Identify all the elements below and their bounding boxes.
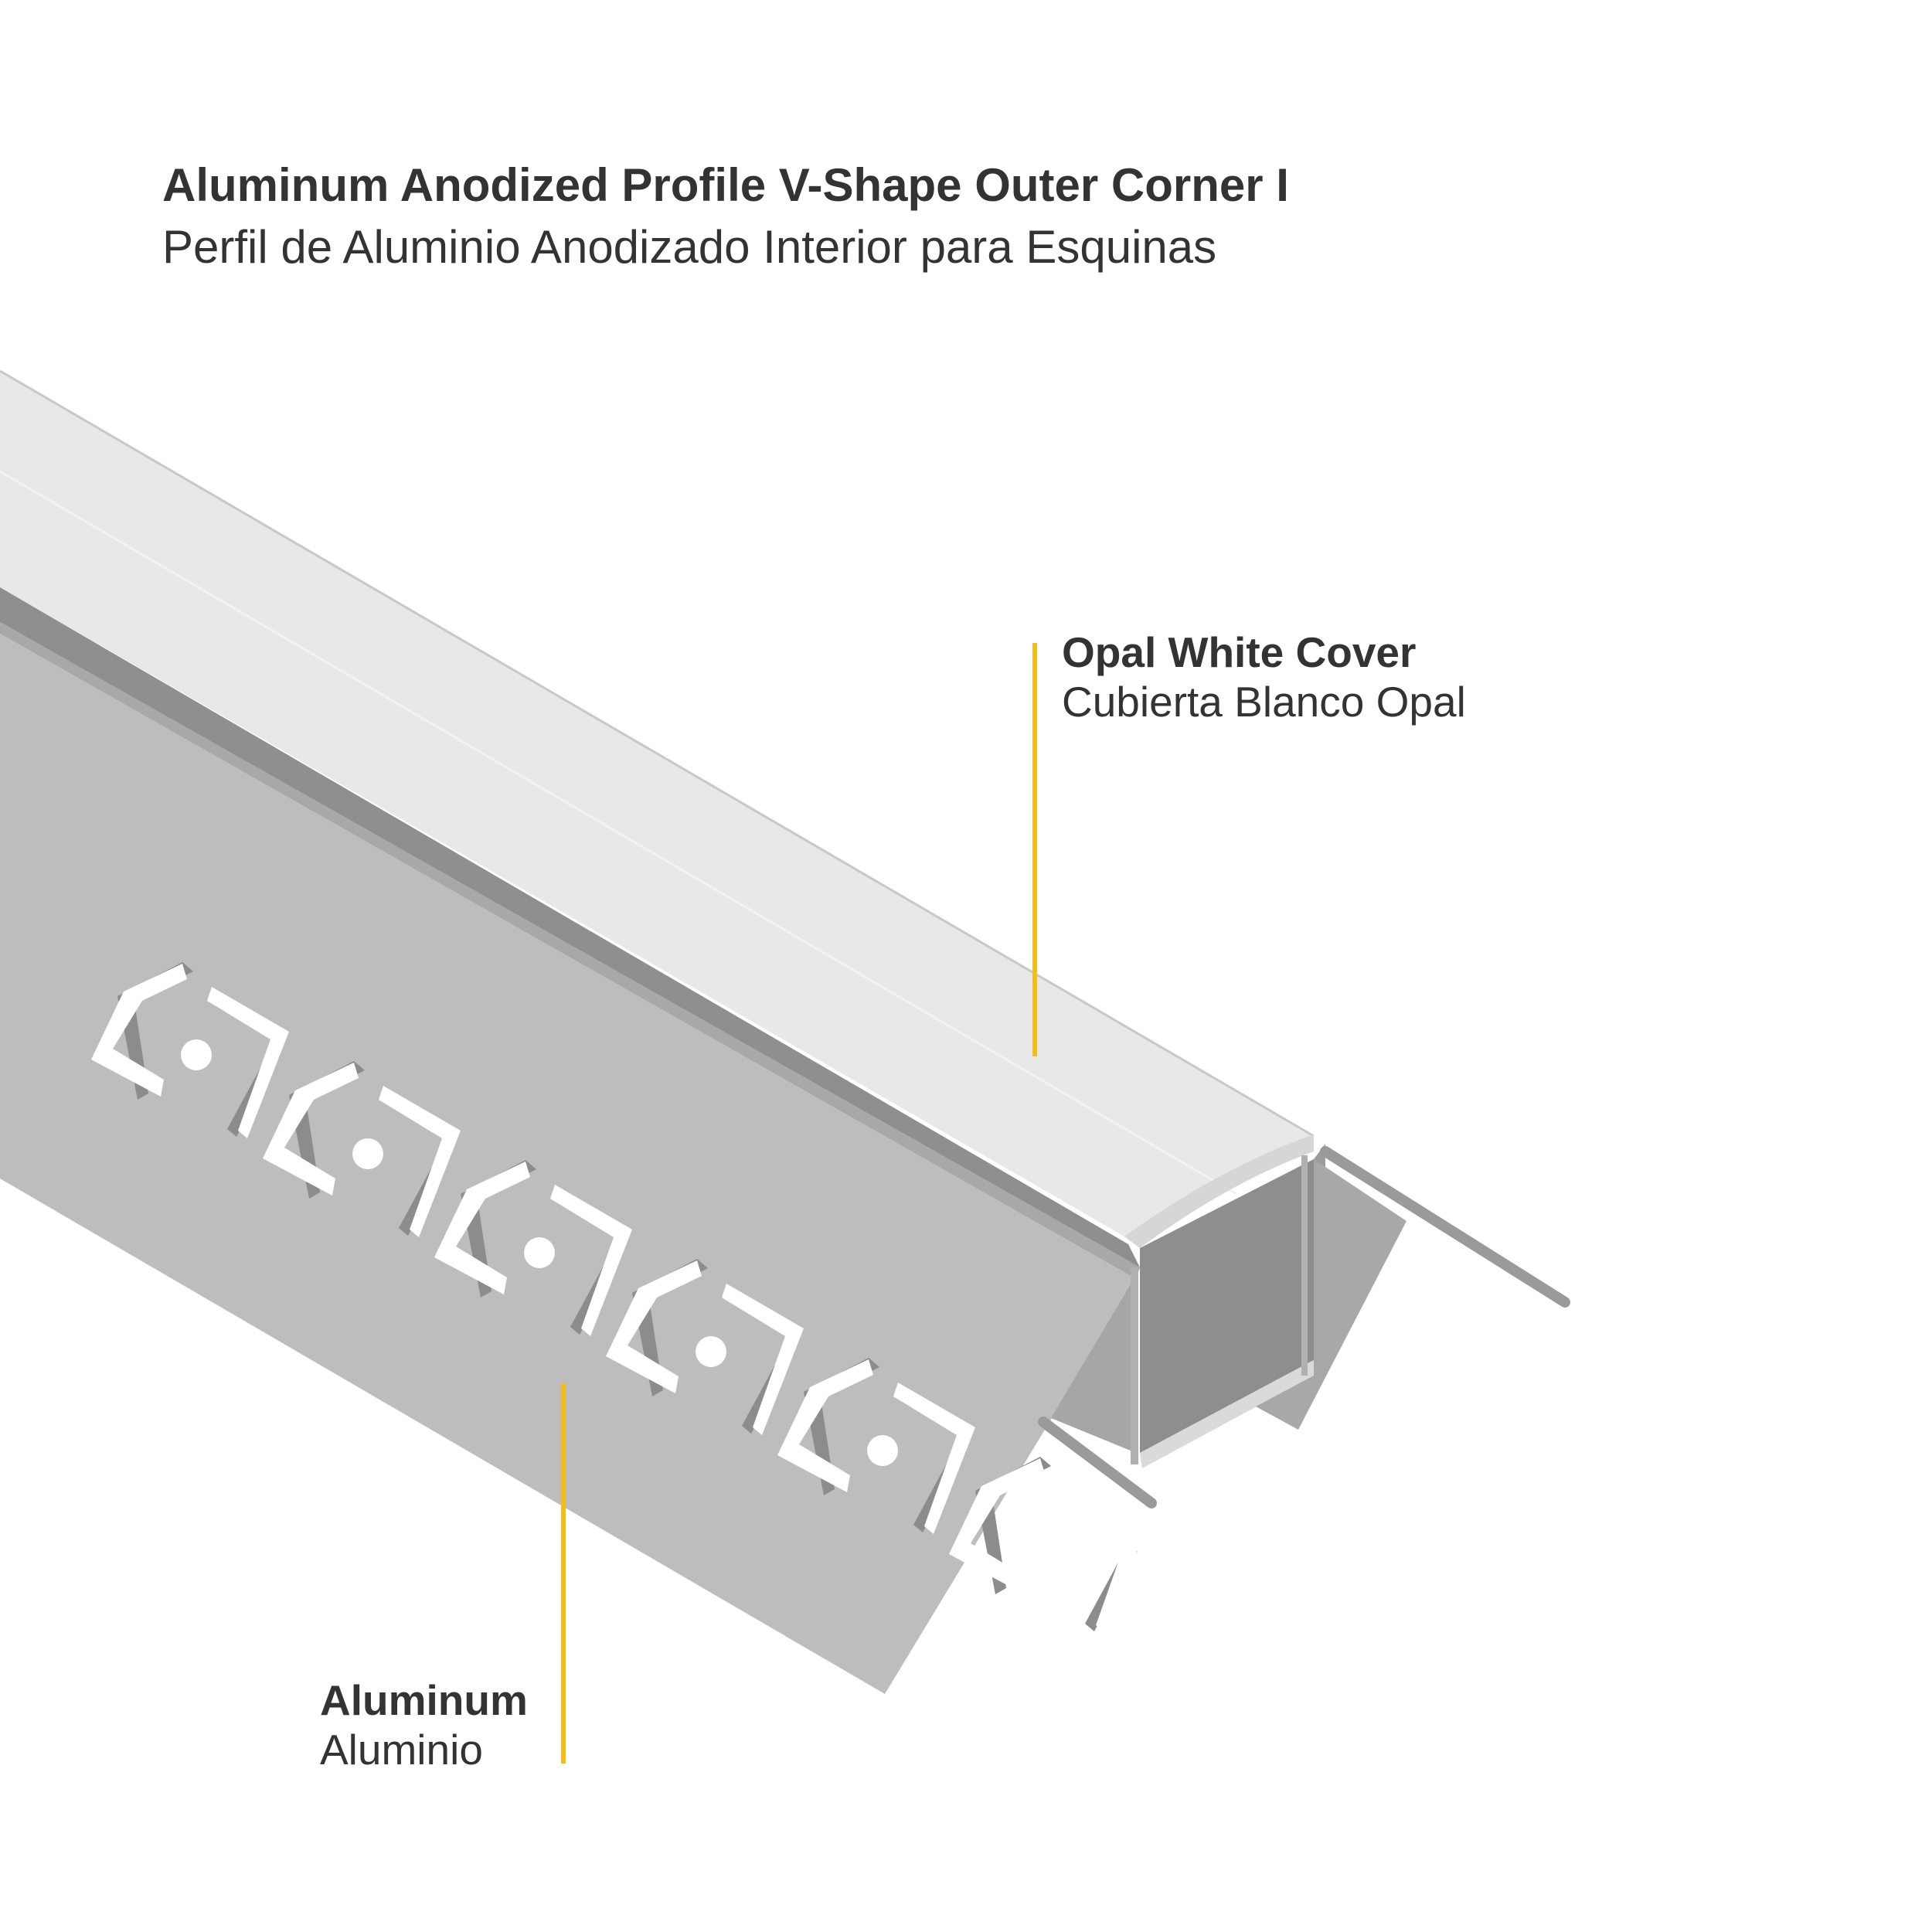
mounting-hole [606, 1259, 804, 1435]
aluminum-label: Aluminum [320, 1676, 528, 1724]
mounting-hole-cutout [434, 1162, 632, 1336]
channel-floor [1140, 1360, 1314, 1468]
page-title: Aluminum Anodized Profile V-Shape Outer … [162, 159, 1289, 211]
screw-hole [696, 1336, 726, 1367]
right-wing-rail [1320, 1146, 1570, 1308]
mounting-hole-cutout [606, 1260, 804, 1435]
mounting-hole-cutout [91, 964, 289, 1138]
cover-top-face-main [0, 371, 1314, 1236]
cover-end-cap [1124, 1134, 1314, 1248]
cover-label-es: Cubierta Blanco Opal [1062, 678, 1466, 726]
title-block: Aluminum Anodized Profile V-Shape Outer … [162, 155, 1289, 278]
mounting-hole [263, 1061, 461, 1237]
mounting-hole [91, 962, 289, 1138]
screw-hole [867, 1435, 898, 1466]
page-subtitle: Perfil de Aluminio Anodizado Interior pa… [162, 221, 1217, 273]
aluminum-flange [0, 369, 1315, 1694]
aluminum-callout: Aluminum Aluminio [320, 1675, 528, 1774]
left-rail [1038, 1417, 1157, 1509]
aluminum-label-es: Aluminio [320, 1726, 483, 1774]
screw-hole [524, 1237, 555, 1268]
mounting-hole-cutout [777, 1359, 975, 1534]
flange-face [0, 634, 1136, 1694]
flange-lip [0, 587, 1140, 1267]
right-wing [1256, 1159, 1406, 1430]
flange-holes [91, 962, 1147, 1633]
flange-lip-light [0, 622, 1140, 1279]
cover-top-edge [0, 369, 1315, 1138]
cover-callout: Opal White Cover Cubierta Blanco Opal [1062, 628, 1466, 726]
mounting-hole-cutout [949, 1458, 1147, 1633]
cover-label: Opal White Cover [1062, 628, 1417, 676]
mounting-hole-cutout [263, 1063, 461, 1237]
channel-body [1038, 1134, 1570, 1509]
screw-hole [352, 1138, 383, 1169]
screw-hole [181, 1039, 212, 1070]
channel-inner-light [1051, 1275, 1136, 1453]
mounting-hole [949, 1457, 1147, 1633]
mounting-hole [777, 1358, 975, 1534]
mounting-hole [434, 1160, 632, 1336]
screw-hole [1039, 1534, 1070, 1565]
cover-edge-line [0, 470, 1237, 1196]
leader-lines [561, 643, 1037, 1764]
channel-back-wall [1140, 1159, 1314, 1453]
